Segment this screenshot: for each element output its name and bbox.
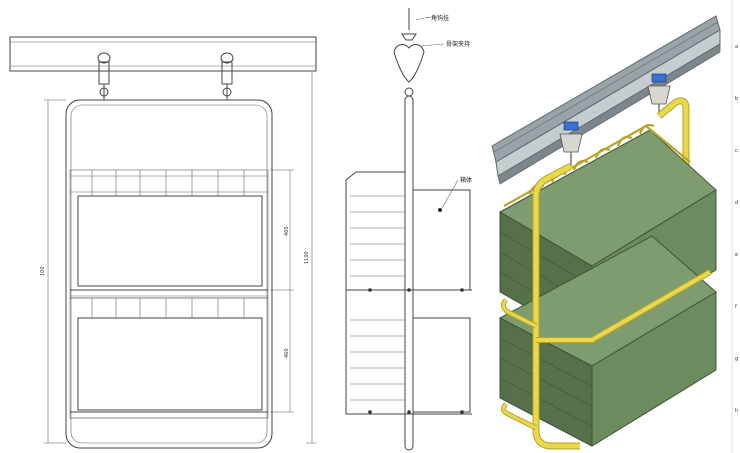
edge-mark-e: e <box>735 252 738 258</box>
edge-mark-b: b <box>735 96 738 102</box>
front-frame-outer <box>65 99 273 449</box>
edge-mark-h: h <box>735 408 738 414</box>
edge-mark-c: c <box>735 148 738 154</box>
front-hanger-right <box>220 52 234 100</box>
front-upper-box <box>77 195 263 287</box>
front-lower-box <box>77 317 263 411</box>
iso-clamp-left <box>559 121 583 166</box>
dim-total-left: 100 <box>40 266 46 276</box>
side-view: 一角钩挂 骨架夹持 <box>345 8 472 451</box>
label-box: 箱体 <box>460 176 472 184</box>
side-post <box>404 95 414 451</box>
iso-view <box>491 15 721 450</box>
side-lower-basket <box>350 317 471 413</box>
label-clamp: 骨架夹持 <box>446 40 470 48</box>
dim-total-right: 1100 <box>304 251 310 264</box>
iso-frame-back <box>656 97 690 387</box>
edge-mark-d: d <box>735 200 738 206</box>
front-dimensions <box>44 72 316 444</box>
edge-marks: a b c d e f g h <box>731 0 738 453</box>
dim-shelf-bottom: 460 <box>284 348 290 358</box>
side-upper-box <box>412 189 471 291</box>
side-hook <box>393 8 425 97</box>
front-hanger-left <box>97 52 111 100</box>
front-upper-basket <box>69 169 269 299</box>
side-upper-basket <box>346 189 472 291</box>
iso-lower-box <box>498 235 717 447</box>
dim-shelf-top: 460 <box>284 226 290 236</box>
edge-mark-a: a <box>735 44 738 50</box>
iso-frame-front <box>500 162 712 450</box>
edge-mark-g: g <box>735 356 738 362</box>
edge-mark-f: f <box>735 304 737 310</box>
front-view: 100 460 460 1100 <box>9 36 317 449</box>
label-hook: 一角钩挂 <box>425 14 449 22</box>
side-lower-box <box>412 317 471 413</box>
front-lower-basket <box>69 297 269 419</box>
front-rail <box>9 36 317 72</box>
